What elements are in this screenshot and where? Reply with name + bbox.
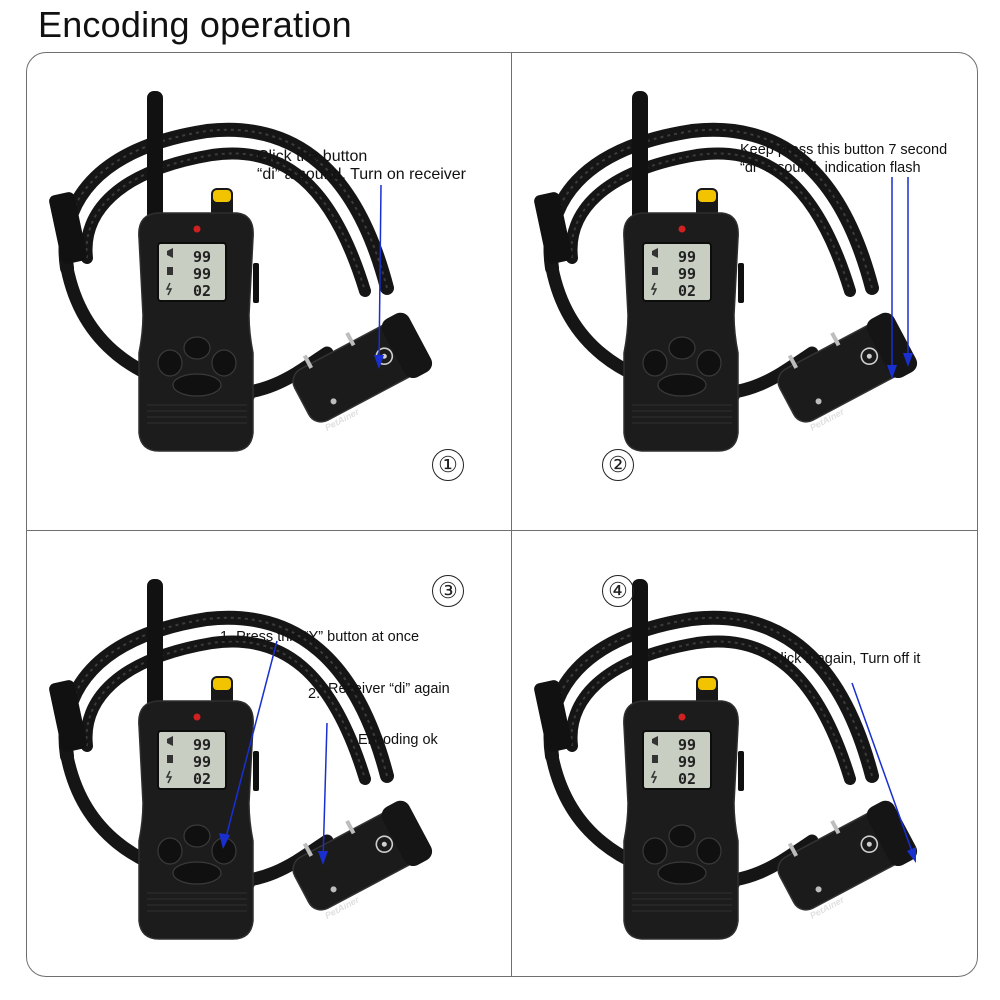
lcd-row-2: 99	[678, 265, 696, 283]
step-panel-3: 99 99 02 PetAiner 1. Press this “Y” butt…	[27, 531, 511, 976]
note-text: “di” a sound, Turn on receiver	[257, 166, 466, 183]
device-illustration: 99 99 02 PetAiner	[27, 90, 437, 452]
lcd-row-1: 99	[678, 736, 696, 754]
diagram-frame: 99 99 02 PetAiner Click the button “di” …	[26, 52, 978, 977]
lcd-row-1: 99	[193, 736, 211, 754]
arrow-head	[907, 847, 916, 863]
arrow-head	[219, 833, 230, 849]
device-illustration: 99 99 02 PetAiner	[27, 578, 437, 940]
note-text: Receiver “di” again	[328, 681, 450, 697]
divider-vertical	[511, 53, 512, 976]
arrow-head	[887, 365, 897, 379]
arrow-line	[322, 722, 328, 862]
arrow-head	[903, 353, 913, 367]
lcd-row-1: 99	[193, 248, 211, 266]
lcd-row-3: 02	[678, 770, 696, 788]
page-title: Encoding operation	[38, 4, 352, 45]
step-number-badge: ①	[432, 449, 464, 481]
lcd-row-1: 99	[678, 248, 696, 266]
note-text: Click the button	[257, 148, 368, 165]
lcd-row-2: 99	[193, 753, 211, 771]
divider-horizontal	[27, 530, 977, 531]
note-text: “di” a sound, indication flash	[740, 160, 921, 176]
arrow-line	[224, 640, 278, 842]
note-text: 2.	[308, 686, 321, 702]
note-text: Click it again, Turn off it	[770, 651, 921, 667]
step-panel-2: 99 99 02 PetAiner Keep press this button…	[512, 53, 977, 530]
lcd-row-2: 99	[193, 265, 211, 283]
lcd-row-3: 02	[193, 282, 211, 300]
note-text: Encoding ok	[358, 732, 438, 748]
device-illustration: 99 99 02 PetAiner	[512, 90, 922, 452]
note-text: 1. Press this “Y” button at once	[220, 629, 420, 645]
arrow-head	[374, 355, 384, 369]
lcd-row-3: 02	[193, 770, 211, 788]
arrow-line	[851, 682, 915, 858]
step-number-badge: ②	[602, 449, 634, 481]
lcd-row-2: 99	[678, 753, 696, 771]
arrow-line	[378, 184, 382, 366]
step-number-badge: ③	[432, 575, 464, 607]
step-panel-1: 99 99 02 PetAiner Click the button “di” …	[27, 53, 511, 530]
arrow-head	[318, 851, 328, 865]
lcd-row-3: 02	[678, 282, 696, 300]
device-illustration: 99 99 02 PetAiner	[512, 578, 922, 940]
step-number-badge: ④	[602, 575, 634, 607]
note-text: Keep press this button 7 second	[740, 142, 948, 158]
step-panel-4: 99 99 02 PetAiner Click it again, Turn o…	[512, 531, 977, 976]
